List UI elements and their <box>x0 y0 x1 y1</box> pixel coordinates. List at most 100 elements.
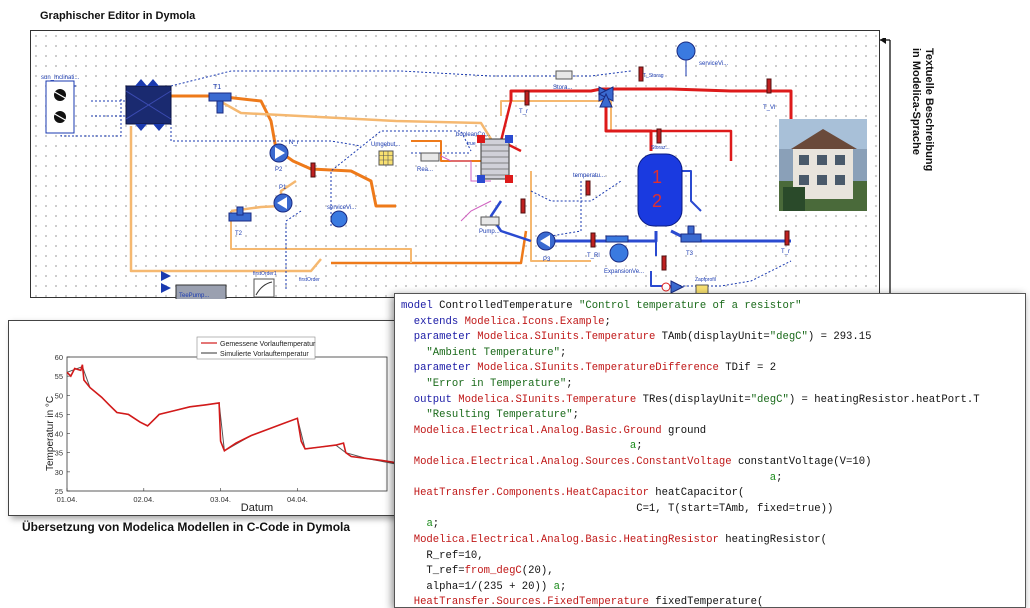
code-token: Modelica.SIunits.Temperature <box>458 394 642 406</box>
signal-line <box>331 131 471 226</box>
solar-collector[interactable] <box>126 79 171 131</box>
first-order-block[interactable] <box>254 279 274 297</box>
zapfprofil-label: Zapfprofil <box>695 277 716 283</box>
code-line: model ControlledTemperature "Control tem… <box>401 299 1025 315</box>
code-token: "Resulting Temperature" <box>401 409 573 421</box>
diagram-canvas[interactable]: sun_Inclinati... T1 P2 N_r P1 <box>30 30 880 298</box>
code-token: constantVoltage(V=10) <box>738 456 872 468</box>
pipe-warm <box>276 149 396 206</box>
x-tick-label: 02.04. <box>133 495 154 504</box>
t3-label: T3 <box>686 251 694 257</box>
code-line: Modelica.Electrical.Analog.Basic.Heating… <box>401 533 1025 549</box>
storage-block[interactable] <box>556 71 572 79</box>
code-token <box>401 440 630 452</box>
code-token: TDif = 2 <box>725 362 776 374</box>
three-way-valve[interactable] <box>599 87 613 107</box>
code-line: parameter Modelica.SIunits.TemperatureDi… <box>401 361 1025 377</box>
pump-label: Pump... <box>479 229 500 235</box>
code-token: TAmb(displayUnit= <box>662 331 770 343</box>
code-token: ; <box>776 472 782 484</box>
service-valve-1[interactable] <box>331 211 347 227</box>
building-photo <box>779 119 867 211</box>
code-token: Modelica.Electrical.Analog.Basic.Heating… <box>414 534 726 546</box>
code-token: parameter <box>414 331 478 343</box>
editor-caption: Graphischer Editor in Dymola <box>40 10 195 22</box>
textual-caption-line1: Textuelle Beschreibung <box>923 48 935 171</box>
tee-t1[interactable] <box>209 93 231 113</box>
code-line: T_ref=from_degC(20), <box>401 564 1025 580</box>
diagram-drawing: sun_Inclinati... T1 P2 N_r P1 <box>31 31 881 299</box>
p2-label: P2 <box>275 167 283 173</box>
code-token: ) = 293.15 <box>808 331 872 343</box>
real-expression-block[interactable] <box>421 153 439 161</box>
input-triangles[interactable] <box>161 271 171 293</box>
heat-exchanger[interactable] <box>477 135 513 183</box>
code-token <box>401 534 414 546</box>
pipe-warm <box>216 99 491 139</box>
t-r-top-label: T_r <box>519 109 528 115</box>
code-token: output <box>414 394 459 406</box>
service-valve-2[interactable] <box>677 42 695 76</box>
code-token: ; <box>560 581 566 593</box>
code-token: heatingResistor( <box>725 534 827 546</box>
boolean-const-label: booleanCo... <box>456 132 490 138</box>
legend-measured: Gemessene Vorlauftemperatur <box>220 341 316 348</box>
code-token: Modelica.Icons.Example <box>465 316 605 328</box>
code-token <box>401 456 414 468</box>
code-token: HeatTransfer.Components.HeatCapacitor <box>414 487 656 499</box>
modelica-code[interactable]: model ControlledTemperature "Control tem… <box>395 294 1025 608</box>
x-tick-label: 03.04. <box>210 495 231 504</box>
pump-p1[interactable] <box>274 194 292 212</box>
t-rl-label: T_Rl <box>587 253 600 259</box>
y-tick-label: 55 <box>55 372 63 381</box>
code-token: alpha=1/(235 + 20)) <box>401 581 554 593</box>
code-line: a; <box>401 517 1025 533</box>
code-token: (20), <box>522 565 554 577</box>
pipe-warm <box>331 231 526 263</box>
pump-p3[interactable] <box>537 232 555 250</box>
pipe-hot <box>511 89 791 131</box>
pump-p2[interactable] <box>270 144 288 162</box>
pump-control-block[interactable] <box>481 217 499 225</box>
code-token: "Ambient Temperature" <box>401 347 560 359</box>
code-token: heatCapacitor( <box>655 487 744 499</box>
pipe-cold <box>681 171 701 211</box>
storage-label: Stora... <box>553 85 573 91</box>
pipe-hot <box>606 99 651 151</box>
code-token: ) = heatingResistor.heatPort.T <box>789 394 980 406</box>
code-token: ; <box>433 518 439 530</box>
code-token: TRes(displayUnit= <box>643 394 751 406</box>
code-line: alpha=1/(235 + 20)) a; <box>401 580 1025 596</box>
code-token: ground <box>668 425 706 437</box>
service-v1-label: serviceVi... <box>327 205 357 211</box>
code-token: ; <box>604 316 610 328</box>
code-line: extends Modelica.Icons.Example; <box>401 315 1025 331</box>
pipe-warm <box>231 211 411 263</box>
code-line: R_ref=10, <box>401 549 1025 565</box>
umgebung-table[interactable] <box>379 151 393 165</box>
code-token <box>401 487 414 499</box>
textual-caption-line2: in Modelica-Sprache <box>910 48 922 155</box>
code-token: Modelica.Electrical.Analog.Basic.Ground <box>414 425 668 437</box>
umgebung-label: Umgebut... <box>371 142 401 148</box>
p1-label: P1 <box>279 185 287 191</box>
t2-label: T2 <box>235 231 243 237</box>
expansion-vessel[interactable] <box>606 236 628 262</box>
code-editor-window[interactable]: model ControlledTemperature "Control tem… <box>394 293 1026 608</box>
code-token: ; <box>573 409 579 421</box>
code-token: "Error in Temperature" <box>401 378 566 390</box>
sun-inclination-label: sun_Inclinati... <box>41 75 80 81</box>
textual-description-caption: Textuelle Beschreibung in Modelica-Sprac… <box>898 30 958 270</box>
legend: Gemessene Vorlauftemperatur Simulierte V… <box>197 337 316 359</box>
valve-bottom[interactable] <box>662 281 683 293</box>
tee-t3[interactable] <box>681 226 701 242</box>
tee-pump-label: TeePump... <box>179 293 210 299</box>
storage-tank[interactable] <box>638 154 682 226</box>
tank-number-1: 1 <box>652 167 662 187</box>
t-r-label: T_r <box>781 249 790 255</box>
tank-number-2: 2 <box>652 191 662 211</box>
code-token: Modelica.SIunits.TemperatureDifference <box>477 362 725 374</box>
code-line: C=1, T(start=TAmb, fixed=true)) <box>401 502 1025 518</box>
sun-inclination-block[interactable] <box>46 81 74 133</box>
